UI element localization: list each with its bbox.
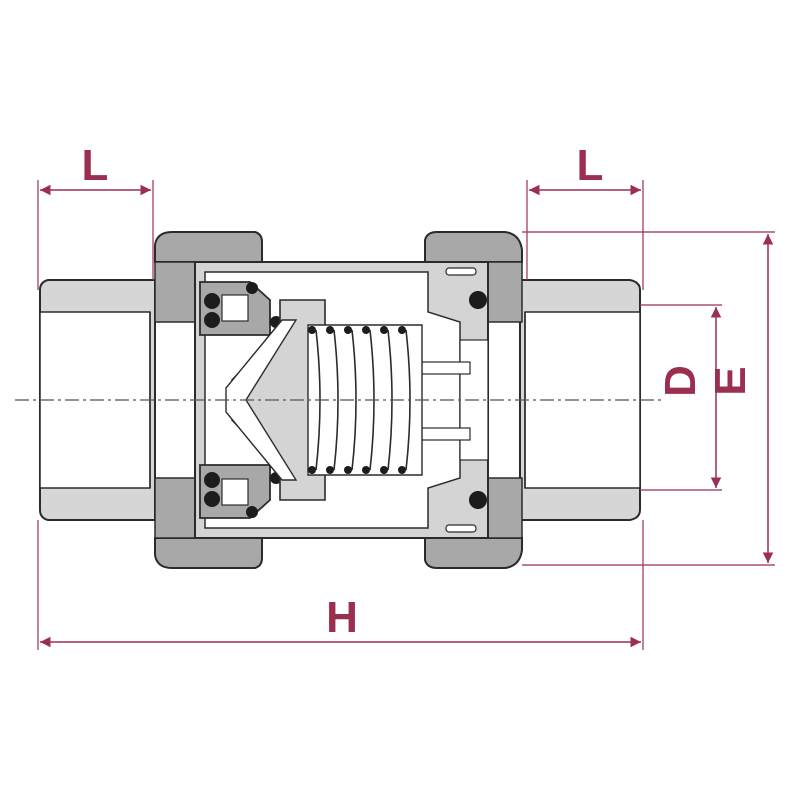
label-left-l: L (82, 141, 109, 190)
dimension-e (522, 231, 775, 566)
label-e: E (706, 366, 755, 395)
right-union-nut (424, 231, 523, 569)
o-ring-seals (204, 282, 487, 518)
label-d: D (656, 365, 705, 397)
dimension-right-l (526, 180, 644, 290)
dimension-h (37, 520, 644, 650)
dimension-left-l (37, 180, 154, 290)
label-h: H (326, 593, 358, 642)
label-right-l: L (577, 141, 604, 190)
left-union-nut (154, 231, 263, 569)
dimension-d (640, 304, 722, 491)
